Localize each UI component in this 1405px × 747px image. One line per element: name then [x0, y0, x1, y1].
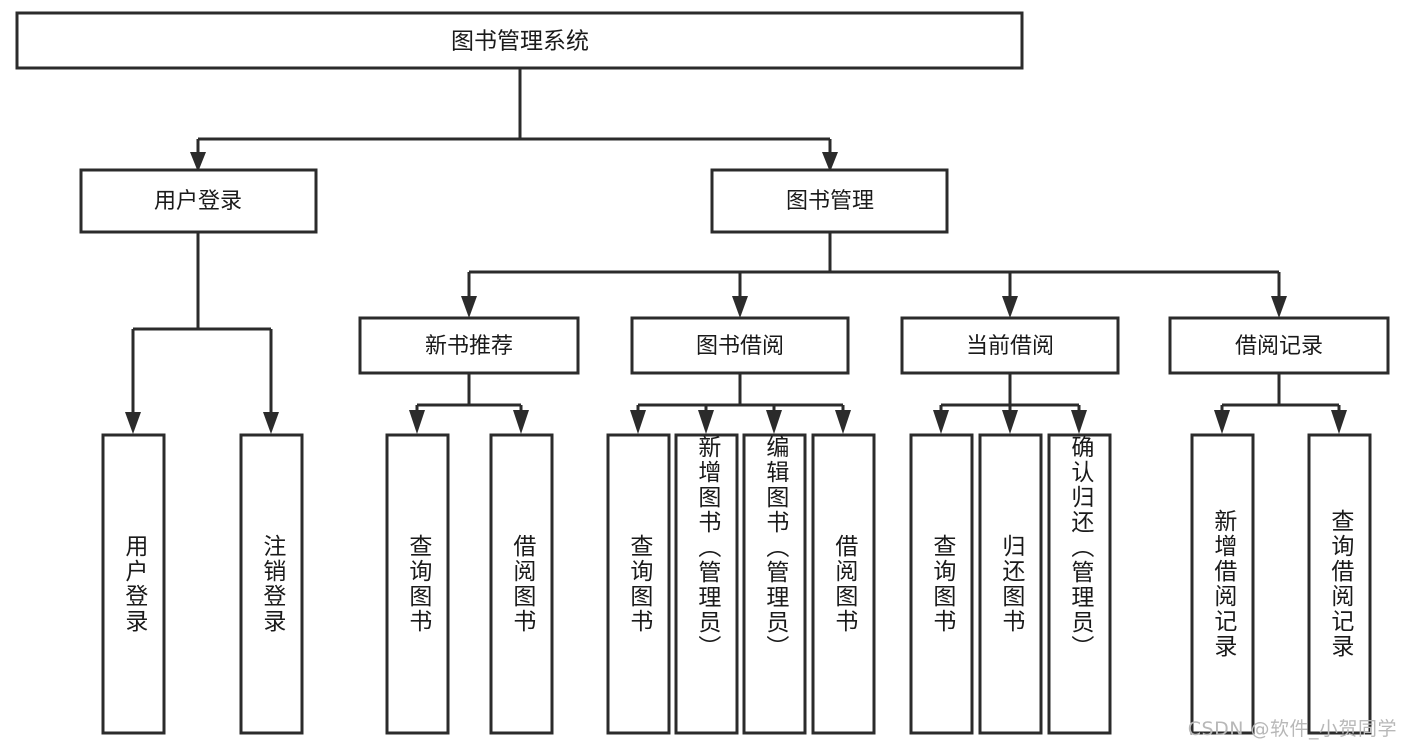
- leaf-user-logout-box[interactable]: [239, 433, 304, 735]
- node-book-manage-label: 图书管理: [786, 189, 874, 214]
- leaf-borrow-book-1-box[interactable]: [489, 433, 554, 735]
- node-book-manage-box[interactable]: [710, 168, 949, 234]
- node-root-label: 图书管理系统: [451, 29, 589, 55]
- arrow-head-current-borrow: [1002, 296, 1018, 318]
- arrow-head-borrow-record: [1271, 296, 1287, 318]
- arrow-head-new-book-recommend: [461, 296, 477, 318]
- node-book-borrow-box[interactable]: [630, 316, 850, 375]
- csdn-watermark: CSDN @软件_小贺同学: [1187, 718, 1397, 740]
- node-current-borrow-label: 当前借阅: [966, 334, 1054, 359]
- arrow-head-book-manage: [822, 152, 838, 172]
- arrow-head-leaf-add-book-admin: [698, 410, 714, 434]
- node-borrow-record-label: 借阅记录: [1235, 334, 1323, 359]
- leaf-query-book-1-box[interactable]: [385, 433, 450, 735]
- leaf-borrow-book-2-box[interactable]: [811, 433, 876, 735]
- node-user-login-label: 用户登录: [154, 189, 242, 214]
- arrow-head-leaf-query-borrow-record: [1331, 410, 1347, 434]
- arrow-head-leaf-add-borrow-record: [1214, 410, 1230, 434]
- arrow-head-leaf-borrow-book-2: [835, 410, 851, 434]
- node-current-borrow[interactable]: 当前借阅: [900, 316, 1120, 375]
- arrow-head-leaf-query-book-3: [933, 410, 949, 434]
- node-root[interactable]: 图书管理系统: [15, 11, 1024, 70]
- arrow-head-leaf-user-login: [125, 412, 141, 434]
- leaf-query-borrow-record-box[interactable]: [1307, 433, 1372, 735]
- node-new-book-recommend-box[interactable]: [358, 316, 580, 375]
- node-book-borrow-label: 图书借阅: [696, 334, 784, 359]
- leaf-return-book-box[interactable]: [978, 433, 1043, 735]
- leaf-query-book-2-box[interactable]: [606, 433, 671, 735]
- arrow-head-leaf-borrow-book-1: [513, 410, 529, 434]
- leaf-add-borrow-record-box[interactable]: [1190, 433, 1255, 735]
- leaf-query-book-3-box[interactable]: [909, 433, 974, 735]
- arrow-head-leaf-confirm-return-admin: [1071, 410, 1087, 434]
- node-new-book-recommend-label: 新书推荐: [425, 334, 513, 359]
- arrow-head-leaf-query-book-1: [409, 410, 425, 434]
- node-borrow-record[interactable]: 借阅记录: [1168, 316, 1390, 375]
- connector-layer: [125, 68, 1347, 434]
- leaf-box-layer: [101, 433, 1372, 735]
- arrow-head-leaf-edit-book-admin: [766, 410, 782, 434]
- node-user-login[interactable]: 用户登录: [79, 168, 318, 234]
- arrow-head-user-login: [190, 152, 206, 172]
- leaf-edit-book-admin-box[interactable]: [742, 433, 807, 735]
- node-user-login-box[interactable]: [79, 168, 318, 234]
- node-new-book-recommend[interactable]: 新书推荐: [358, 316, 580, 375]
- leaf-add-book-admin-box[interactable]: [674, 433, 739, 735]
- node-current-borrow-box[interactable]: [900, 316, 1120, 375]
- arrow-head-leaf-user-logout: [263, 412, 279, 434]
- arrow-head-book-borrow: [732, 296, 748, 318]
- node-book-manage[interactable]: 图书管理: [710, 168, 949, 234]
- node-root-box[interactable]: [15, 11, 1024, 70]
- node-borrow-record-box[interactable]: [1168, 316, 1390, 375]
- leaf-confirm-return-admin-box[interactable]: [1047, 433, 1112, 735]
- node-book-borrow[interactable]: 图书借阅: [630, 316, 850, 375]
- leaf-user-login-box[interactable]: [101, 433, 166, 735]
- arrow-head-leaf-return-book: [1002, 410, 1018, 434]
- arrow-head-leaf-query-book-2: [630, 410, 646, 434]
